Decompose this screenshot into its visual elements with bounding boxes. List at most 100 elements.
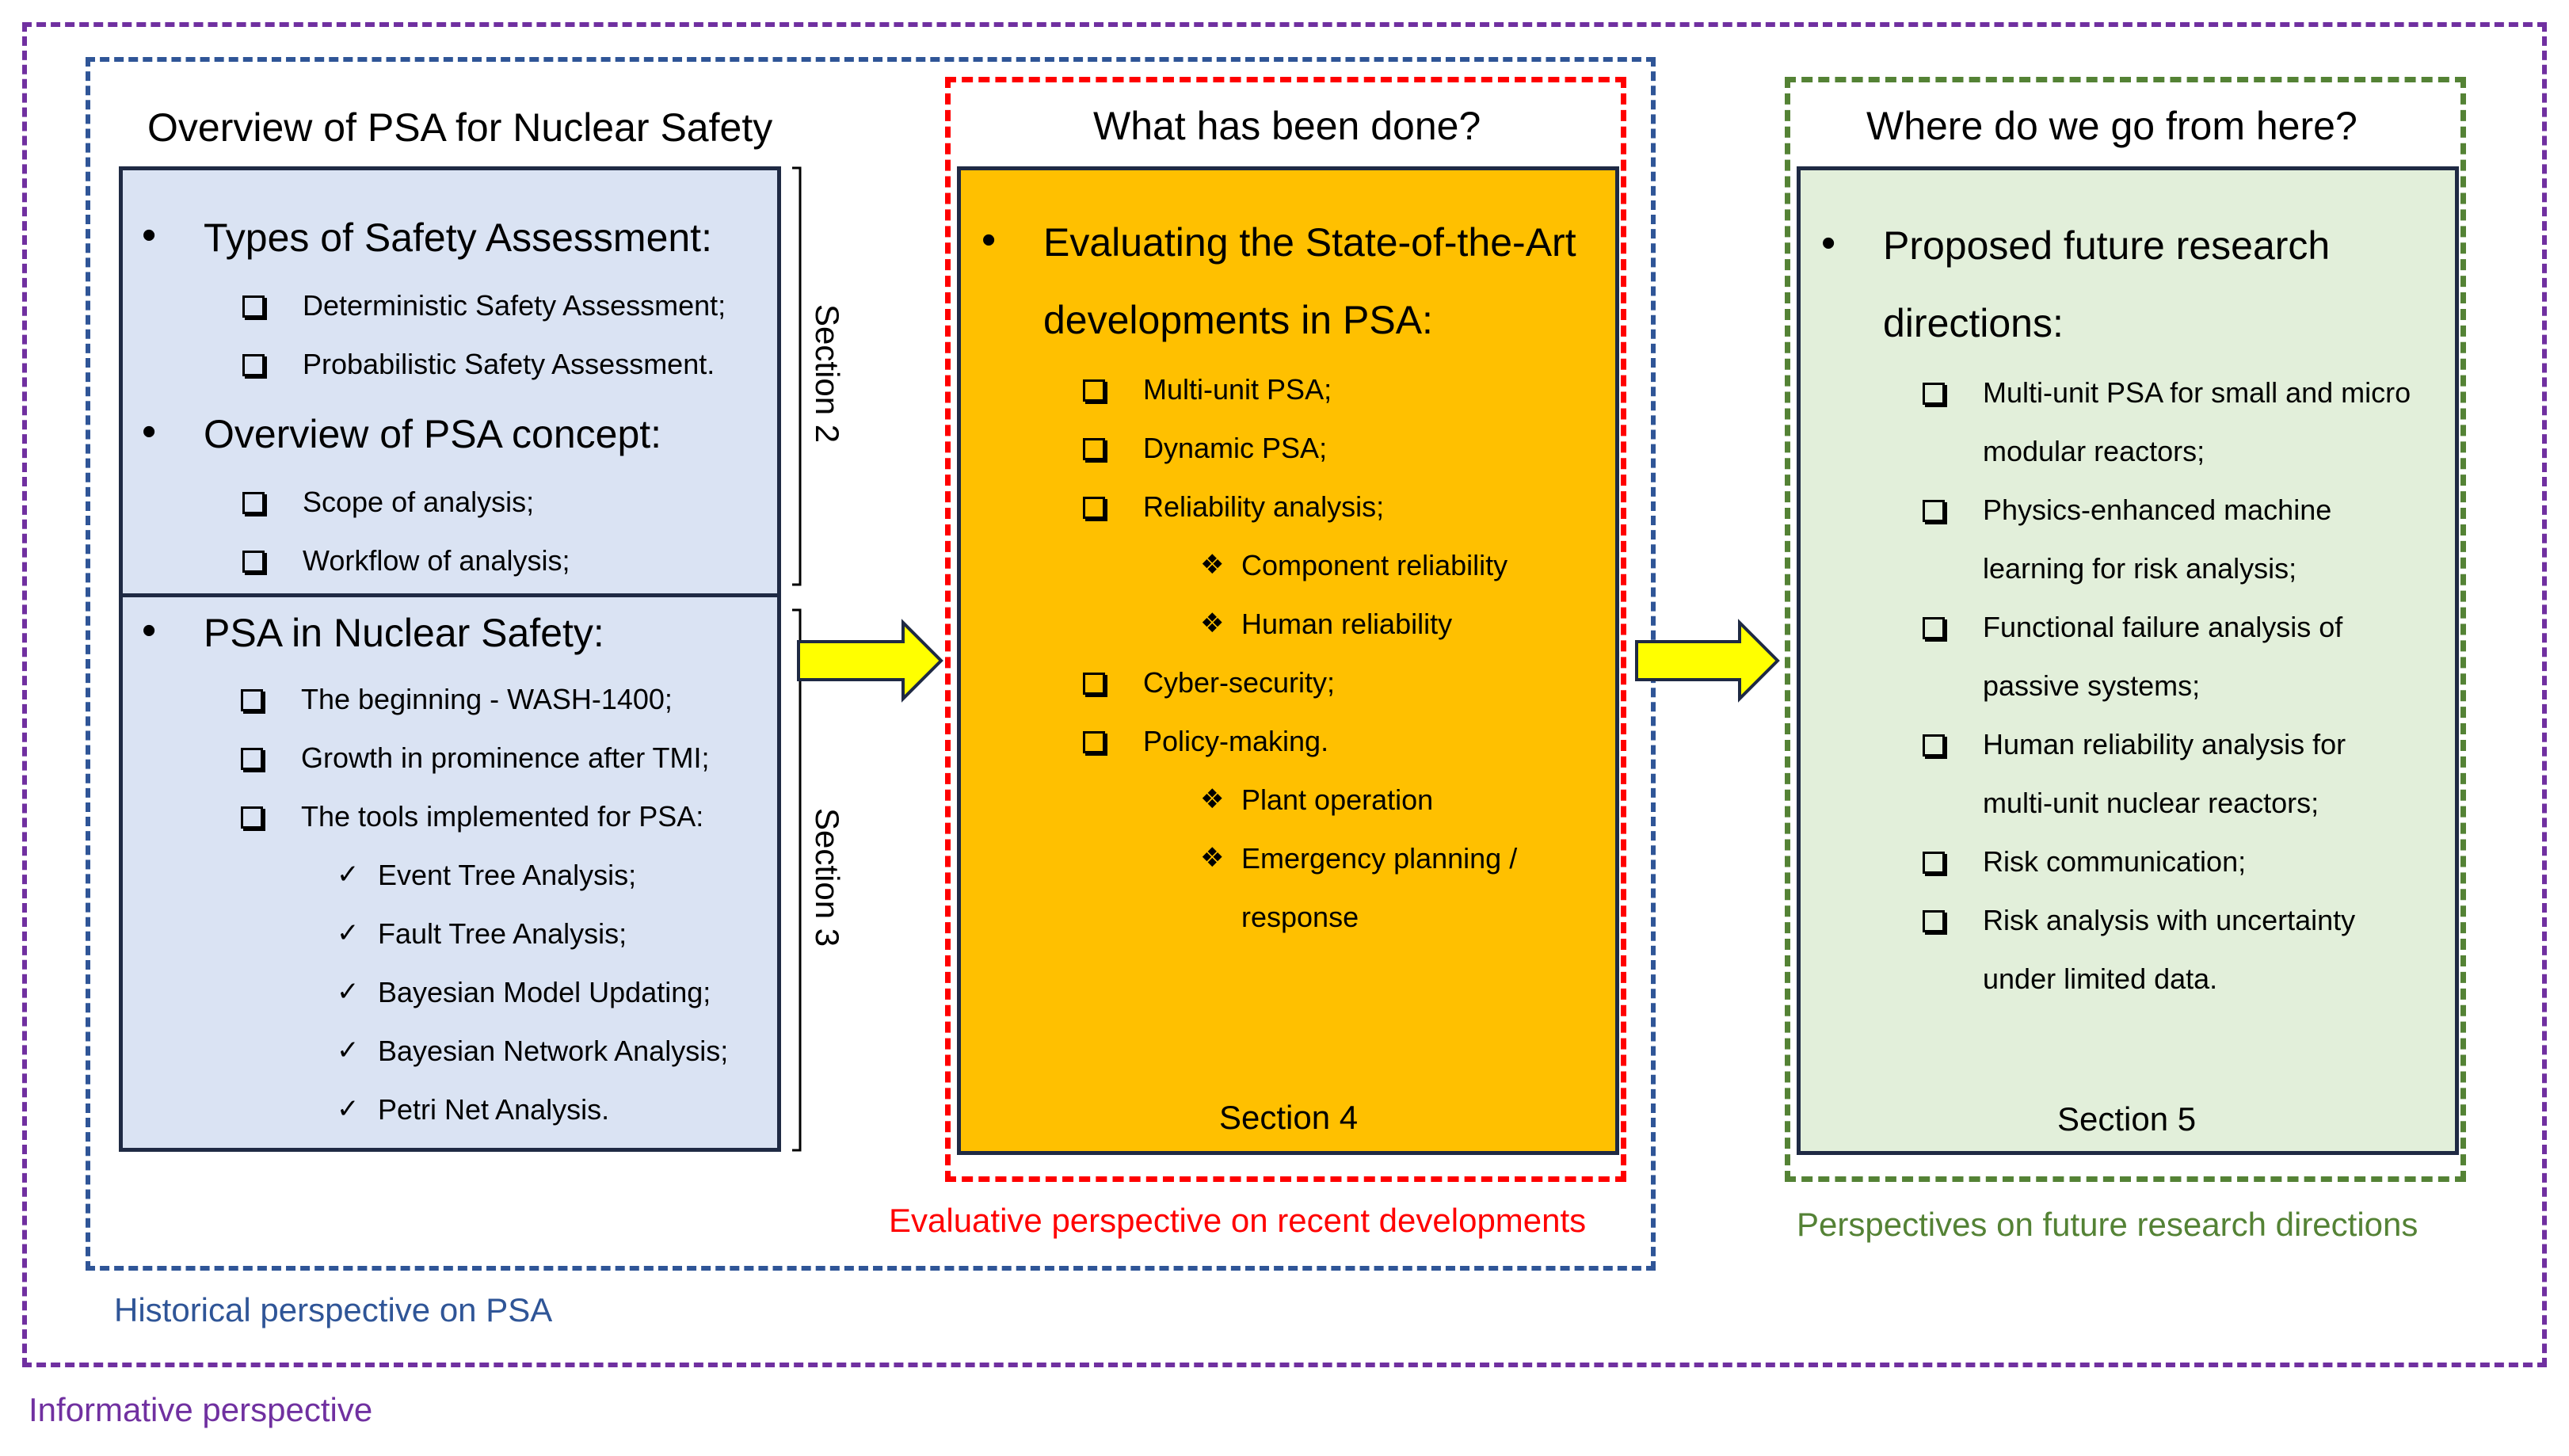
list-item-label: Human reliability analysis for xyxy=(1983,728,2346,760)
list-item-label: Scope of analysis; xyxy=(303,486,535,518)
list-item-label: Reliability analysis; xyxy=(1143,490,1385,523)
informative-perspective-label: Informative perspective xyxy=(29,1391,373,1428)
evaluative-perspective-label: Evaluative perspective on recent develop… xyxy=(889,1202,1587,1239)
sub-item-label: Plant operation xyxy=(1241,783,1434,816)
overview-title: Overview of PSA for Nuclear Safety xyxy=(147,105,773,150)
evaluative-perspective-frame xyxy=(945,77,1626,1182)
list-item-label: The beginning - WASH-1400; xyxy=(301,683,673,715)
bullet-psa-in-nuclear-safety: • PSA in Nuclear Safety: xyxy=(142,608,604,656)
list-item-label: Physics-enhanced machine xyxy=(1983,494,2332,526)
future-title: Where do we go from here? xyxy=(1866,104,2357,148)
list-item-label: Dynamic PSA; xyxy=(1143,432,1328,464)
future-perspective-frame xyxy=(1785,77,2466,1182)
bullet-label-continuation: developments in PSA: xyxy=(1043,298,1433,342)
bullet-dot-icon: • xyxy=(981,217,997,263)
list-item: Risk analysis with uncertainty xyxy=(1923,904,2356,937)
list-item-label: Growth in prominence after TMI; xyxy=(301,741,710,774)
checkbox-square-icon xyxy=(1083,438,1105,460)
list-item: Multi-unit PSA; xyxy=(1083,373,1332,406)
sub-item: ❖ Human reliability xyxy=(1200,608,1452,641)
tool-item-label: Petri Net Analysis. xyxy=(378,1093,610,1126)
bullet-proposed-future-research: • Proposed future research xyxy=(1821,220,2331,269)
bullet-label: Evaluating the State-of-the-Art xyxy=(1043,220,1576,265)
list-item: Deterministic Safety Assessment; xyxy=(242,289,726,322)
done-title: What has been done? xyxy=(1093,104,1481,148)
tool-item: ✓ Petri Net Analysis. xyxy=(337,1093,610,1126)
checkbox-square-icon xyxy=(1923,500,1945,522)
tool-item-label: Bayesian Network Analysis; xyxy=(378,1035,729,1067)
future-perspective-label: Perspectives on future research directio… xyxy=(1797,1206,2418,1243)
diamond-bullet-icon: ❖ xyxy=(1200,550,1225,580)
bullet-types-of-safety-assessment: • Types of Safety Assessment: xyxy=(142,212,712,261)
section-2-label: Section 2 xyxy=(809,304,846,444)
done-box: • Evaluating the State-of-the-Art develo… xyxy=(957,166,1619,1155)
checkbox-square-icon xyxy=(1083,673,1105,695)
list-item: Growth in prominence after TMI; xyxy=(241,741,710,775)
list-item-label: Probabilistic Safety Assessment. xyxy=(303,348,715,380)
checkbox-square-icon xyxy=(241,806,263,829)
tool-item-label: Fault Tree Analysis; xyxy=(378,917,627,950)
bullet-label: PSA in Nuclear Safety: xyxy=(204,611,604,655)
checkbox-square-icon xyxy=(1083,731,1105,753)
overview-box-section-3: • PSA in Nuclear Safety: The beginning -… xyxy=(119,593,781,1152)
sub-item-label: Component reliability xyxy=(1241,549,1508,581)
diamond-bullet-icon: ❖ xyxy=(1200,843,1225,873)
list-item-continuation: multi-unit nuclear reactors; xyxy=(1983,787,2319,819)
list-item-label: Functional failure analysis of xyxy=(1983,611,2343,643)
tool-item: ✓ Fault Tree Analysis; xyxy=(337,917,627,951)
list-item: The beginning - WASH-1400; xyxy=(241,683,673,716)
tool-item-label: Bayesian Model Updating; xyxy=(378,976,711,1008)
list-item-label: Multi-unit PSA; xyxy=(1143,373,1332,406)
checkmark-icon: ✓ xyxy=(337,859,360,890)
informative-perspective-frame xyxy=(22,22,2547,1367)
bullet-dot-icon: • xyxy=(1821,220,1836,266)
list-item-continuation: learning for risk analysis; xyxy=(1983,552,2297,585)
list-item-label: Multi-unit PSA for small and micro xyxy=(1983,376,2411,409)
tool-item-label: Event Tree Analysis; xyxy=(378,859,637,891)
future-box: • Proposed future research directions: M… xyxy=(1797,166,2459,1155)
bullet-label: Proposed future research xyxy=(1883,223,2331,268)
overview-box-section-2: • Types of Safety Assessment: Determinis… xyxy=(119,166,781,597)
checkbox-square-icon xyxy=(242,295,265,318)
checkbox-square-icon xyxy=(1923,852,1945,874)
diamond-bullet-icon: ❖ xyxy=(1200,608,1225,638)
bullet-dot-icon: • xyxy=(142,409,157,455)
list-item: Scope of analysis; xyxy=(242,486,535,519)
historical-perspective-label: Historical perspective on PSA xyxy=(114,1291,553,1328)
checkbox-square-icon xyxy=(1923,734,1945,757)
checkbox-square-icon xyxy=(1923,617,1945,639)
section-5-label: Section 5 xyxy=(2057,1100,2197,1138)
checkbox-square-icon xyxy=(1923,383,1945,405)
bullet-evaluating-state-of-the-art: • Evaluating the State-of-the-Art xyxy=(981,217,1576,265)
list-item-label: Workflow of analysis; xyxy=(303,544,570,577)
list-item-continuation: passive systems; xyxy=(1983,669,2201,702)
section-4-label: Section 4 xyxy=(1219,1099,1359,1136)
section-3-label: Section 3 xyxy=(809,808,846,947)
list-item: Workflow of analysis; xyxy=(242,544,570,577)
list-item: Multi-unit PSA for small and micro xyxy=(1923,376,2411,410)
bullet-dot-icon: • xyxy=(142,212,157,258)
sub-item-continuation: response xyxy=(1241,901,1359,933)
checkbox-square-icon xyxy=(242,354,265,376)
bullet-label-continuation: directions: xyxy=(1883,301,2064,345)
checkbox-square-icon xyxy=(1083,379,1105,402)
sub-item-label: Emergency planning / xyxy=(1241,842,1518,875)
tool-item: ✓ Bayesian Network Analysis; xyxy=(337,1035,729,1068)
list-item-label: Risk analysis with uncertainty xyxy=(1983,904,2356,936)
list-item: Probabilistic Safety Assessment. xyxy=(242,348,715,381)
bullet-overview-of-psa-concept: • Overview of PSA concept: xyxy=(142,409,662,457)
checkbox-square-icon xyxy=(242,492,265,514)
tool-item: ✓ Event Tree Analysis; xyxy=(337,859,637,892)
checkbox-square-icon xyxy=(241,689,263,711)
checkbox-square-icon xyxy=(1083,497,1105,519)
diamond-bullet-icon: ❖ xyxy=(1200,784,1225,814)
tool-item: ✓ Bayesian Model Updating; xyxy=(337,976,711,1009)
arrow-right-icon xyxy=(797,619,943,703)
checkmark-icon: ✓ xyxy=(337,918,360,948)
checkbox-square-icon xyxy=(241,748,263,770)
list-item: Dynamic PSA; xyxy=(1083,432,1328,465)
list-item: Physics-enhanced machine xyxy=(1923,494,2332,527)
bullet-label: Overview of PSA concept: xyxy=(204,412,662,456)
list-item: Reliability analysis; xyxy=(1083,490,1385,524)
list-item: Human reliability analysis for xyxy=(1923,728,2346,761)
